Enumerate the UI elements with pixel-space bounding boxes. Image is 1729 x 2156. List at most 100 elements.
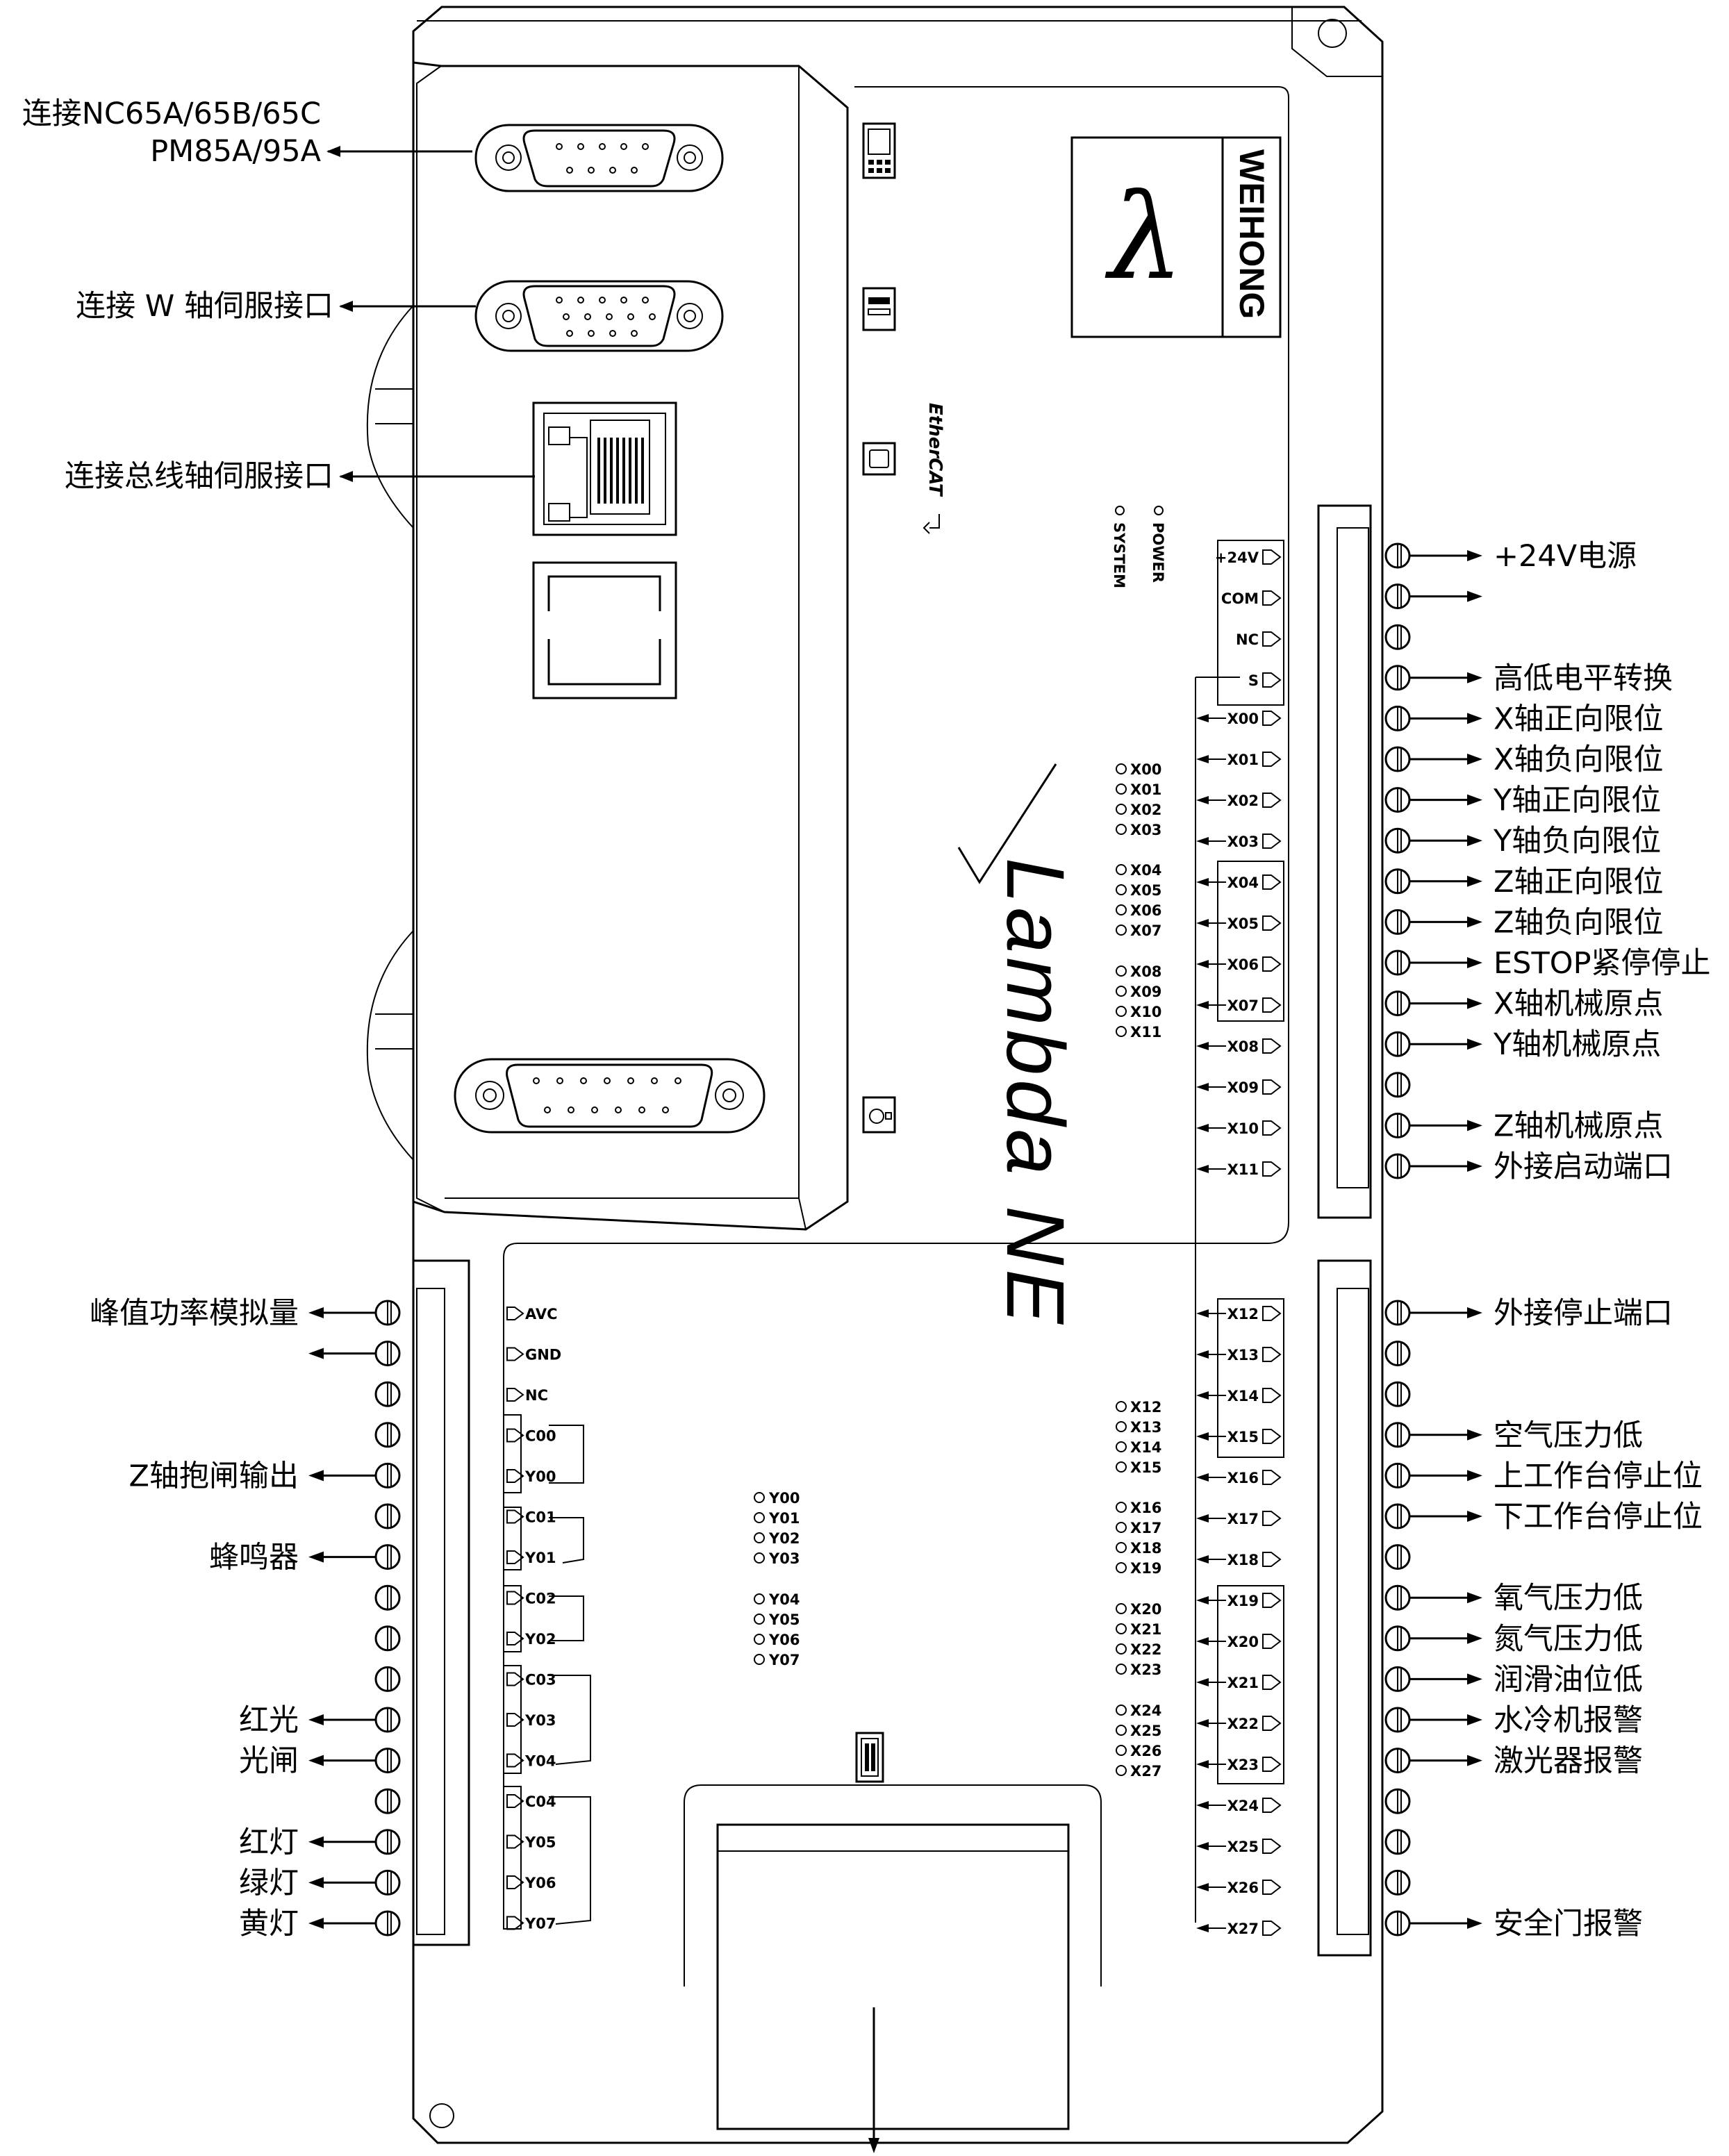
- input-arrow: [1196, 1309, 1209, 1318]
- rj45-connector: [532, 401, 677, 536]
- connection-arrowhead: [1467, 875, 1482, 887]
- connection-arrowhead: [1467, 1918, 1482, 1929]
- connector-pin: [556, 1077, 563, 1084]
- input-arrow: [1196, 1001, 1209, 1009]
- output-pin-label: C03: [525, 1672, 556, 1689]
- connection-arrowhead: [1467, 1511, 1482, 1522]
- input-arrow: [1196, 1596, 1209, 1604]
- usb-port-icon: [855, 1732, 884, 1783]
- connector-pin: [566, 167, 573, 174]
- db25-connector: [454, 1058, 766, 1134]
- terminal-function-label: Z轴正向限位: [1494, 865, 1663, 899]
- connection-arrowhead: [1467, 1632, 1482, 1644]
- input-arrow: [1196, 1678, 1209, 1686]
- input-led-label: X01: [1130, 781, 1161, 798]
- input-arrow: [1196, 1842, 1209, 1850]
- connection-arrowhead: [308, 1877, 324, 1889]
- input-led-label: X05: [1130, 882, 1161, 899]
- pin-terminal-marker: [1262, 956, 1282, 972]
- input-led-label: X23: [1130, 1661, 1161, 1678]
- input-led-label: X26: [1130, 1743, 1161, 1759]
- output-pin-marker: [506, 1428, 524, 1443]
- input-pin-label: X11: [1227, 1161, 1259, 1178]
- input-pin-label: X25: [1227, 1839, 1259, 1855]
- pin-terminal-marker: [1262, 1757, 1282, 1772]
- connector-pin: [556, 143, 563, 150]
- terminal-function-label: 外接停止端口: [1494, 1296, 1673, 1331]
- input-led: [1116, 1461, 1127, 1473]
- status-led-label: SYSTEM: [1111, 522, 1127, 588]
- connector-pin: [606, 313, 613, 320]
- model-name: Lambda NE: [989, 858, 1081, 1328]
- connection-arrowhead: [308, 1836, 324, 1848]
- output-pin-label: Y01: [524, 1550, 556, 1566]
- terminal-function-label: 安全门报警: [1494, 1907, 1643, 1941]
- input-led: [1116, 1725, 1127, 1736]
- pin-terminal-marker: [1262, 874, 1282, 890]
- connection-arrowhead: [1467, 1307, 1482, 1318]
- connector-pin: [642, 143, 649, 150]
- input-pin-label: X21: [1227, 1675, 1259, 1691]
- input-led: [1116, 1664, 1127, 1675]
- output-pin-marker: [506, 1672, 524, 1686]
- output-pin-marker: [506, 1632, 524, 1645]
- terminal-function-label: Y轴负向限位: [1493, 824, 1661, 859]
- connection-arrowhead: [308, 1551, 324, 1563]
- output-pin-marker: [506, 1509, 524, 1524]
- input-led: [1116, 1765, 1127, 1776]
- input-led-label: X17: [1130, 1520, 1161, 1536]
- output-led: [754, 1654, 765, 1665]
- output-pin-marker: [506, 1713, 524, 1727]
- input-led: [1116, 904, 1127, 915]
- input-arrow: [1196, 1801, 1209, 1809]
- connector-pin: [649, 313, 656, 320]
- rj45-contact: [610, 438, 613, 504]
- output-pin-marker: [506, 1550, 524, 1564]
- connector-pin: [577, 143, 584, 150]
- w-axis-servo-label: 连接 W 轴伺服接口: [76, 289, 333, 324]
- terminal-function-label: 外接启动端口: [1494, 1150, 1673, 1184]
- connection-arrowhead: [1467, 1592, 1482, 1604]
- output-led-label: Y03: [768, 1550, 800, 1567]
- right-terminal-block-lower: [1317, 1259, 1372, 1957]
- output-pin-label: Y07: [524, 1916, 556, 1932]
- input-led: [1116, 1421, 1127, 1432]
- input-pin-label: X12: [1227, 1306, 1259, 1322]
- pin-terminal-marker: [1262, 1388, 1282, 1403]
- input-led-label: X14: [1130, 1439, 1161, 1456]
- rj45-contact: [635, 438, 638, 504]
- pin-terminal-marker: [1262, 1839, 1282, 1854]
- power-pin-label: +24V: [1215, 549, 1259, 566]
- terminal-function-label: 润滑油位低: [1494, 1662, 1643, 1697]
- input-arrow: [1196, 796, 1209, 804]
- input-pin-label: X09: [1227, 1079, 1259, 1096]
- status-led: [1115, 506, 1125, 515]
- connector-pin: [675, 1077, 681, 1084]
- right-terminal-block-upper: [1317, 504, 1372, 1219]
- terminal-function-label: 红光: [239, 1703, 299, 1738]
- input-arrow: [1196, 1883, 1209, 1891]
- input-led: [1116, 783, 1127, 795]
- connection-arrowhead: [1467, 794, 1482, 806]
- output-pin-label: Y02: [524, 1631, 556, 1648]
- input-led-label: X16: [1130, 1500, 1161, 1516]
- input-led: [1116, 864, 1127, 875]
- pin-terminal-marker: [1262, 997, 1282, 1013]
- terminal-function-label: X轴机械原点: [1494, 987, 1663, 1022]
- input-arrow: [1196, 755, 1209, 763]
- terminal-function-label: 下工作台停止位: [1494, 1500, 1703, 1534]
- input-led: [1116, 1603, 1127, 1614]
- connector-pin: [568, 1106, 574, 1113]
- connector-pin: [662, 1106, 669, 1113]
- ethercat-port-icon: [862, 442, 896, 476]
- input-arrow: [1196, 1719, 1209, 1727]
- terminal-function-label: Z轴机械原点: [1494, 1109, 1663, 1143]
- connection-arrowhead: [308, 1918, 324, 1929]
- input-led-label: X09: [1130, 984, 1161, 1000]
- status-led: [1154, 506, 1164, 515]
- input-led: [1116, 1502, 1127, 1513]
- connector-pin: [591, 1106, 598, 1113]
- connector-pin: [631, 167, 638, 174]
- output-led-label: Y05: [768, 1611, 800, 1628]
